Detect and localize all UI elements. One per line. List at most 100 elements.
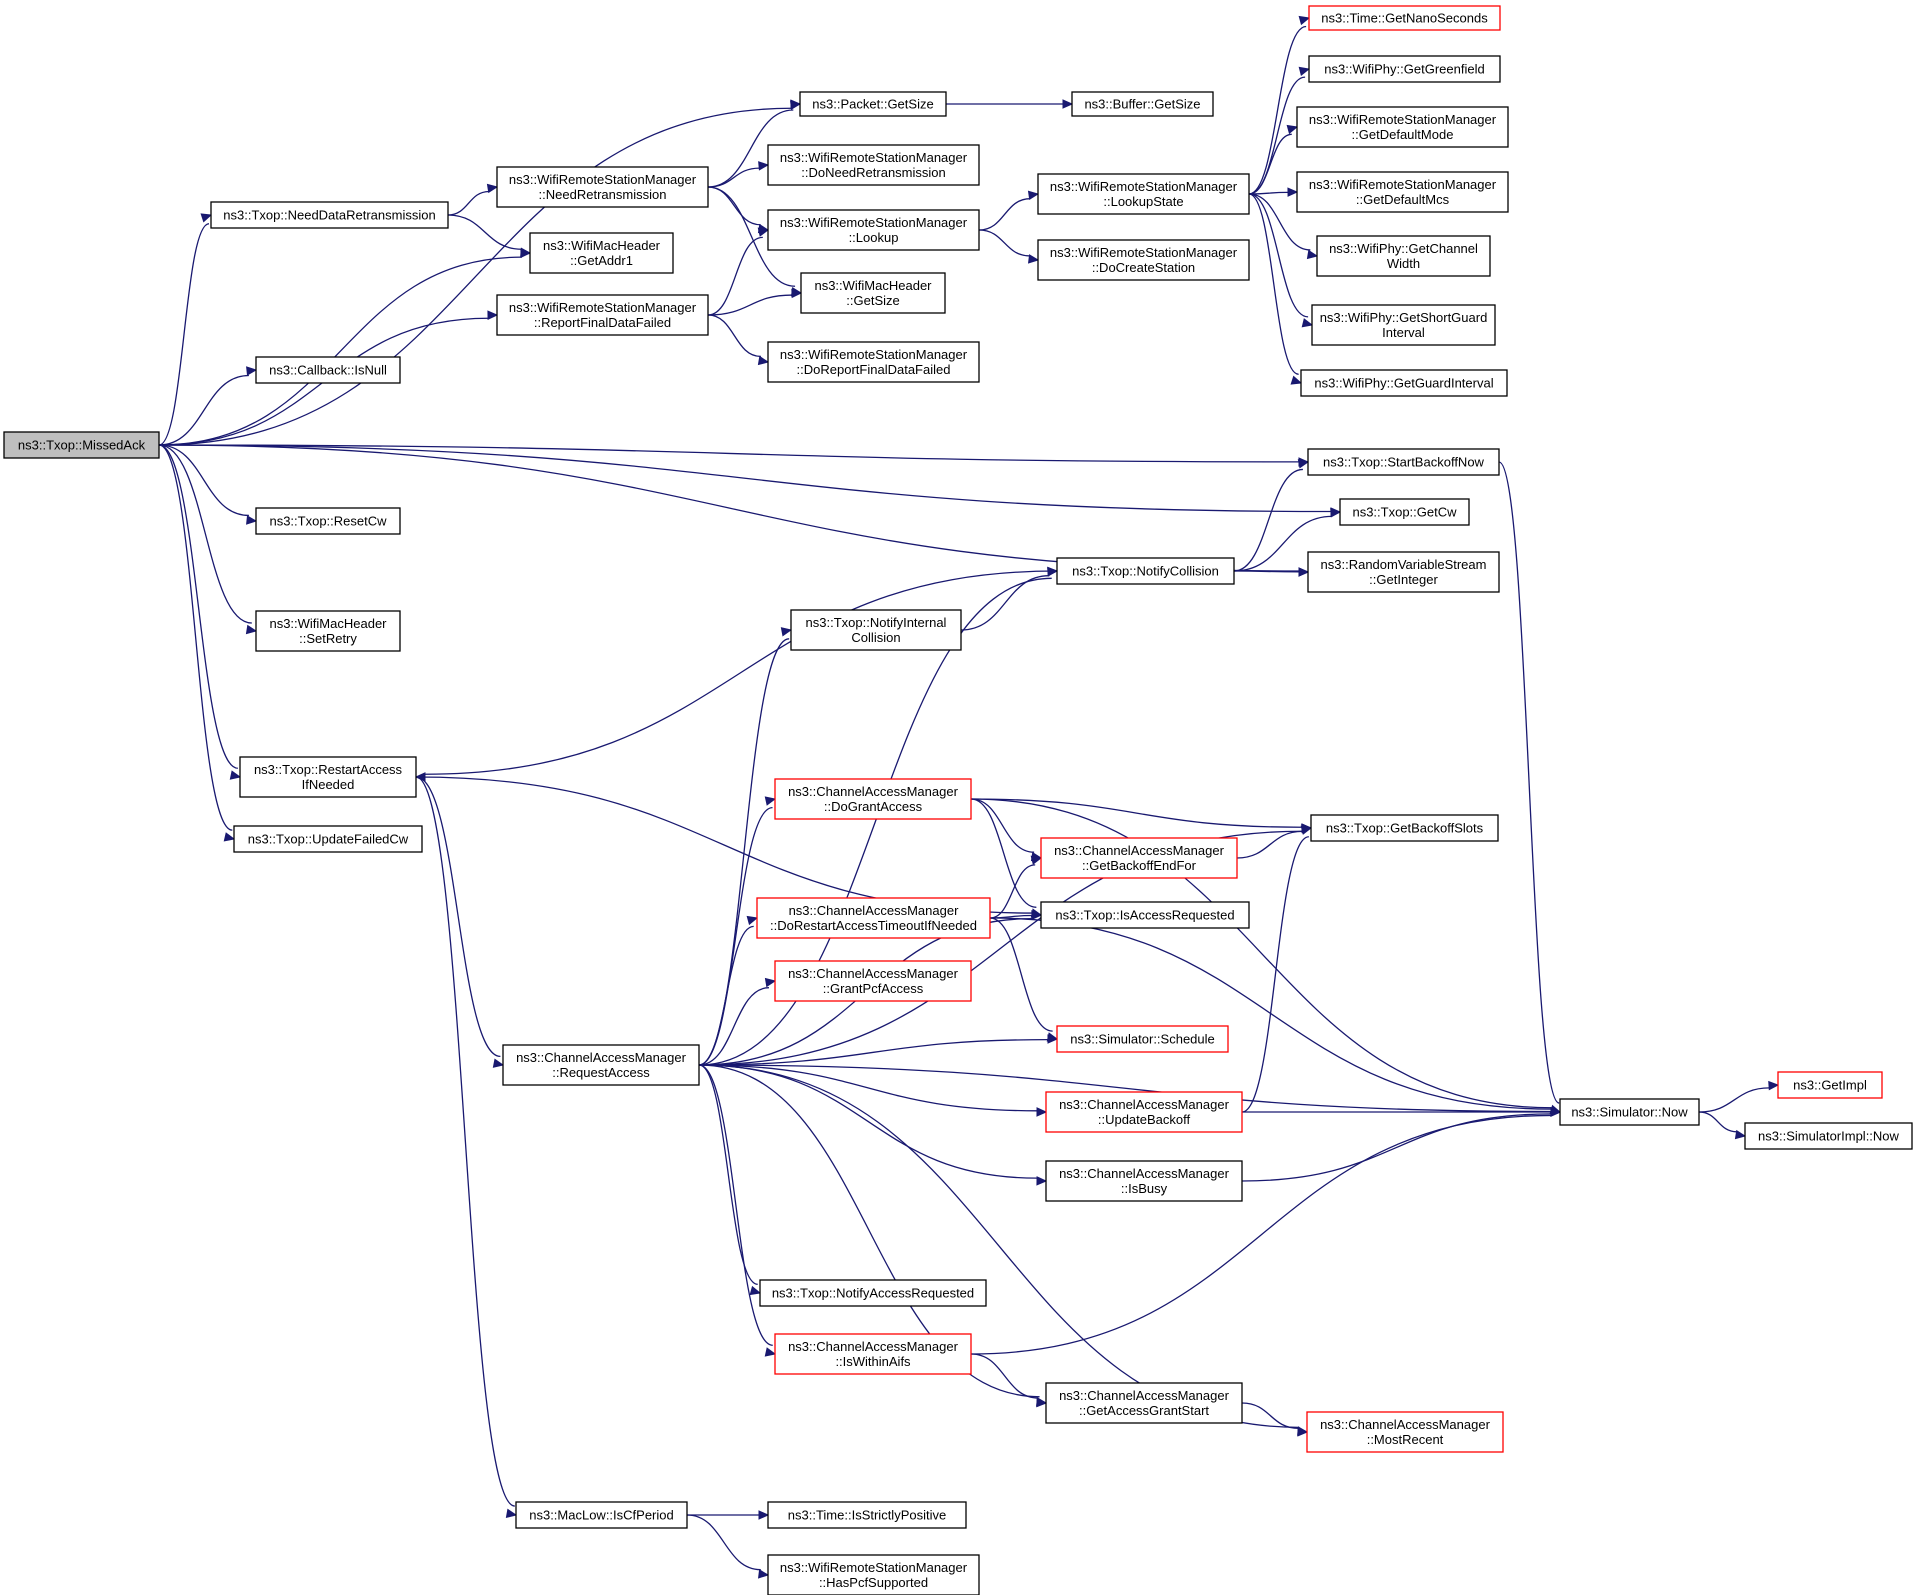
- node-simNow[interactable]: ns3::Simulator::Now: [1559, 1098, 1700, 1126]
- node-wrsmDoNeedRetrans[interactable]: ns3::WifiRemoteStationManager::DoNeedRet…: [767, 144, 980, 186]
- node-box: [1056, 557, 1235, 585]
- node-wrsmDoCreateStation[interactable]: ns3::WifiRemoteStationManager::DoCreateS…: [1037, 239, 1250, 281]
- node-box: [496, 294, 709, 336]
- node-label: ns3::WifiRemoteStationManager: [509, 300, 697, 315]
- node-camDoRestart[interactable]: ns3::ChannelAccessManager::DoRestartAcce…: [756, 897, 991, 939]
- node-label: ns3::ChannelAccessManager: [1059, 1097, 1229, 1112]
- node-camUpdateBackoff[interactable]: ns3::ChannelAccessManager::UpdateBackoff: [1045, 1091, 1243, 1133]
- node-wrsmLookupState[interactable]: ns3::WifiRemoteStationManager::LookupSta…: [1037, 173, 1250, 215]
- node-callbackIsNull[interactable]: ns3::Callback::IsNull: [255, 356, 401, 384]
- edge-missedAck-to-needDataRetrans: [158, 213, 213, 446]
- edge-arrowhead: [1300, 825, 1313, 835]
- node-camIsBusy[interactable]: ns3::ChannelAccessManager::IsBusy: [1045, 1160, 1243, 1202]
- node-box: [1045, 1160, 1243, 1202]
- edge-camIsWithinAifs-to-simNow: [970, 1107, 1562, 1355]
- node-missedAck[interactable]: ns3::Txop::MissedAck: [3, 431, 160, 459]
- node-label: ns3::ChannelAccessManager: [788, 1339, 958, 1354]
- node-wrsmDoReportFinal[interactable]: ns3::WifiRemoteStationManager::DoReportF…: [767, 341, 980, 383]
- edge-wrsmReportFinal-to-wrsmLookup: [707, 227, 770, 316]
- node-bufferGetSize[interactable]: ns3::Buffer::GetSize: [1071, 91, 1214, 117]
- node-box: [1045, 1091, 1243, 1133]
- node-camIsWithinAifs[interactable]: ns3::ChannelAccessManager::IsWithinAifs: [774, 1333, 972, 1375]
- edge-line: [698, 1064, 1552, 1113]
- node-label: ns3::Txop::GetCw: [1352, 505, 1457, 520]
- edge-line: [707, 186, 796, 287]
- node-rvsGetInteger[interactable]: ns3::RandomVariableStream::GetInteger: [1307, 551, 1500, 593]
- node-box: [496, 166, 709, 208]
- edge-missedAck-to-callbackIsNull: [158, 366, 258, 446]
- node-simSchedule[interactable]: ns3::Simulator::Schedule: [1056, 1025, 1229, 1053]
- edge-line: [1233, 570, 1300, 573]
- node-label: ns3::Txop::GetBackoffSlots: [1326, 821, 1484, 836]
- node-wrsmLookup[interactable]: ns3::WifiRemoteStationManager::Lookup: [767, 209, 980, 251]
- node-wrsmReportFinal[interactable]: ns3::WifiRemoteStationManager::ReportFin…: [496, 294, 709, 336]
- node-getBackoffSlots[interactable]: ns3::Txop::GetBackoffSlots: [1310, 814, 1499, 842]
- edge-arrowhead: [764, 1347, 777, 1357]
- node-label: ns3::Txop::NeedDataRetransmission: [223, 208, 435, 223]
- edge-line: [1233, 468, 1303, 572]
- node-label: ::GetAddr1: [570, 253, 633, 268]
- node-label: ::GetAccessGrantStart: [1079, 1403, 1209, 1418]
- edge-line: [158, 444, 1300, 463]
- edge-arrowhead: [1297, 1426, 1309, 1436]
- node-label: ::NeedRetransmission: [539, 187, 667, 202]
- node-wmhGetSize[interactable]: ns3::WifiMacHeader::GetSize: [800, 272, 946, 314]
- node-needDataRetrans[interactable]: ns3::Txop::NeedDataRetransmission: [210, 201, 449, 229]
- node-getImpl[interactable]: ns3::GetImpl: [1777, 1071, 1883, 1099]
- node-box: [255, 356, 401, 384]
- node-wmhGetAddr1[interactable]: ns3::WifiMacHeader::GetAddr1: [529, 232, 674, 274]
- node-camRequestAccess[interactable]: ns3::ChannelAccessManager::RequestAccess: [502, 1044, 700, 1086]
- node-resetCw[interactable]: ns3::Txop::ResetCw: [255, 507, 401, 535]
- edge-line: [1241, 836, 1310, 1113]
- node-timeStrictlyPos[interactable]: ns3::Time::IsStrictlyPositive: [767, 1501, 967, 1529]
- node-label: ::HasPcfSupported: [819, 1575, 928, 1590]
- edge-arrowhead: [487, 310, 499, 320]
- node-simImplNow[interactable]: ns3::SimulatorImpl::Now: [1744, 1122, 1913, 1150]
- edge-wrsmLookupState-to-phyGuardInterval: [1248, 193, 1303, 385]
- node-wrsmDefaultMode[interactable]: ns3::WifiRemoteStationManager::GetDefaul…: [1296, 106, 1509, 148]
- node-updateFailedCw[interactable]: ns3::Txop::UpdateFailedCw: [233, 825, 423, 853]
- edge-arrowhead: [780, 627, 793, 637]
- node-label: ns3::Buffer::GetSize: [1084, 97, 1200, 112]
- edge-arrowhead: [758, 1510, 770, 1520]
- node-box: [767, 209, 980, 251]
- edge-line: [1498, 461, 1560, 1104]
- node-wrsmDefaultMcs[interactable]: ns3::WifiRemoteStationManager::GetDefaul…: [1296, 171, 1509, 213]
- node-camAccessGrantStart[interactable]: ns3::ChannelAccessManager::GetAccessGran…: [1045, 1382, 1243, 1424]
- node-label: Collision: [851, 630, 900, 645]
- node-wrsmHasPcf[interactable]: ns3::WifiRemoteStationManager::HasPcfSup…: [767, 1554, 980, 1595]
- edge-line: [158, 256, 523, 446]
- edge-restartAccess-to-macLowIsCf: [415, 776, 518, 1519]
- node-camBackoffEndFor[interactable]: ns3::ChannelAccessManager::GetBackoffEnd…: [1040, 837, 1238, 879]
- node-camMostRecent[interactable]: ns3::ChannelAccessManager::MostRecent: [1306, 1411, 1504, 1453]
- node-box: [1339, 498, 1470, 526]
- node-box: [1308, 5, 1501, 31]
- node-getCw[interactable]: ns3::Txop::GetCw: [1339, 498, 1470, 526]
- node-phyGreenfield[interactable]: ns3::WifiPhy::GetGreenfield: [1308, 55, 1501, 83]
- node-packetGetSize[interactable]: ns3::Packet::GetSize: [799, 91, 947, 117]
- node-notifyAccessReq[interactable]: ns3::Txop::NotifyAccessRequested: [759, 1279, 987, 1307]
- node-label: ns3::WifiPhy::GetChannel: [1329, 241, 1478, 256]
- node-box: [210, 201, 449, 229]
- node-startBackoffNow[interactable]: ns3::Txop::StartBackoffNow: [1307, 448, 1500, 476]
- edge-needDataRetrans-to-wmhGetAddr1: [447, 214, 532, 257]
- node-macLowIsCf[interactable]: ns3::MacLow::IsCfPeriod: [515, 1501, 688, 1529]
- node-isAccessRequested[interactable]: ns3::Txop::IsAccessRequested: [1040, 901, 1250, 929]
- node-timeGetNano[interactable]: ns3::Time::GetNanoSeconds: [1308, 5, 1501, 31]
- node-box: [1307, 448, 1500, 476]
- node-box: [515, 1501, 688, 1529]
- edge-camRequestAccess-to-camGrantPcf: [698, 977, 777, 1066]
- node-label: ns3::Txop::UpdateFailedCw: [248, 832, 409, 847]
- node-wrsmNeedRetrans[interactable]: ns3::WifiRemoteStationManager::NeedRetra…: [496, 166, 709, 208]
- node-phyGuardInterval[interactable]: ns3::WifiPhy::GetGuardInterval: [1300, 369, 1508, 397]
- node-notifyCollision[interactable]: ns3::Txop::NotifyCollision: [1056, 557, 1235, 585]
- node-camDoGrant[interactable]: ns3::ChannelAccessManager::DoGrantAccess: [774, 778, 972, 820]
- node-wmhSetRetry[interactable]: ns3::WifiMacHeader::SetRetry: [255, 610, 401, 652]
- edge-arrowhead: [492, 1058, 505, 1068]
- node-label: Interval: [1382, 325, 1425, 340]
- node-camGrantPcf[interactable]: ns3::ChannelAccessManager::GrantPcfAcces…: [774, 960, 972, 1002]
